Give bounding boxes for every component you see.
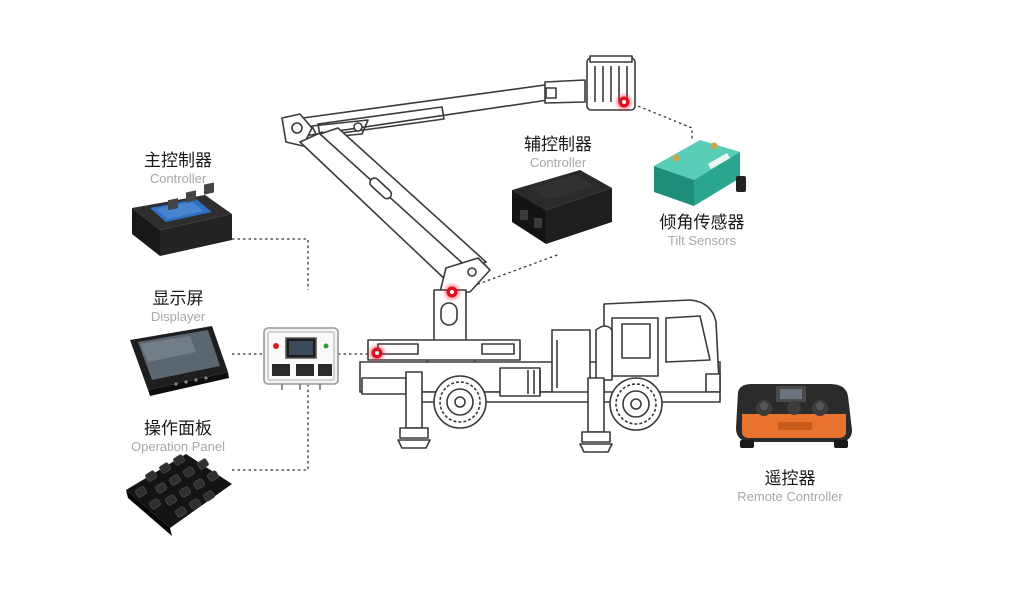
remote-controller-en: Remote Controller [737,488,843,504]
outriggers [397,371,613,453]
connector-main-controller [232,238,309,290]
label-aux-controller: 辅控制器 Controller [508,135,608,170]
operation-panel-cn: 操作面板 [144,419,212,439]
label-remote-controller: 遥控器 Remote Controller [722,469,858,504]
truck-control-panel [263,327,339,390]
operation-panel-device [126,454,232,536]
tilt-sensor-en: Tilt Sensors [667,232,737,248]
connector-tilt-sensor [627,101,693,140]
marker-deck [367,343,387,363]
main-controller-device [132,182,232,256]
tilt-sensor-cn: 倾角传感器 [659,213,745,233]
sensor-markers [367,92,634,363]
remote-controller-device [736,384,852,448]
upper-boom [287,84,549,139]
label-main-controller: 主控制器 Controller [128,151,228,186]
display-device [130,326,229,396]
truck-body [367,339,521,361]
aux-controller-en: Controller [529,154,587,170]
label-tilt-sensor: 倾角传感器 Tilt Sensors [644,213,760,248]
truck-illustration [263,55,721,453]
connector-operation-panel [232,385,309,471]
remote-controller-cn: 遥控器 [764,469,816,489]
label-display: 显示屏 Displayer [128,289,228,324]
aux-controller-device [512,170,612,244]
display-en: Displayer [150,308,206,324]
tilt-sensor-device [654,140,746,206]
main-controller-en: Controller [149,170,207,186]
display-cn: 显示屏 [152,289,204,309]
marker-knuckle [442,282,462,302]
label-operation-panel: 操作面板 Operation Panel [112,419,244,454]
marker-basket [614,92,634,112]
rear-wheel [433,375,487,429]
lower-boom [299,131,469,285]
aux-controller-cn: 辅控制器 [524,135,592,155]
main-controller-cn: 主控制器 [144,151,212,171]
front-wheel [609,377,663,431]
operation-panel-en: Operation Panel [131,438,225,454]
